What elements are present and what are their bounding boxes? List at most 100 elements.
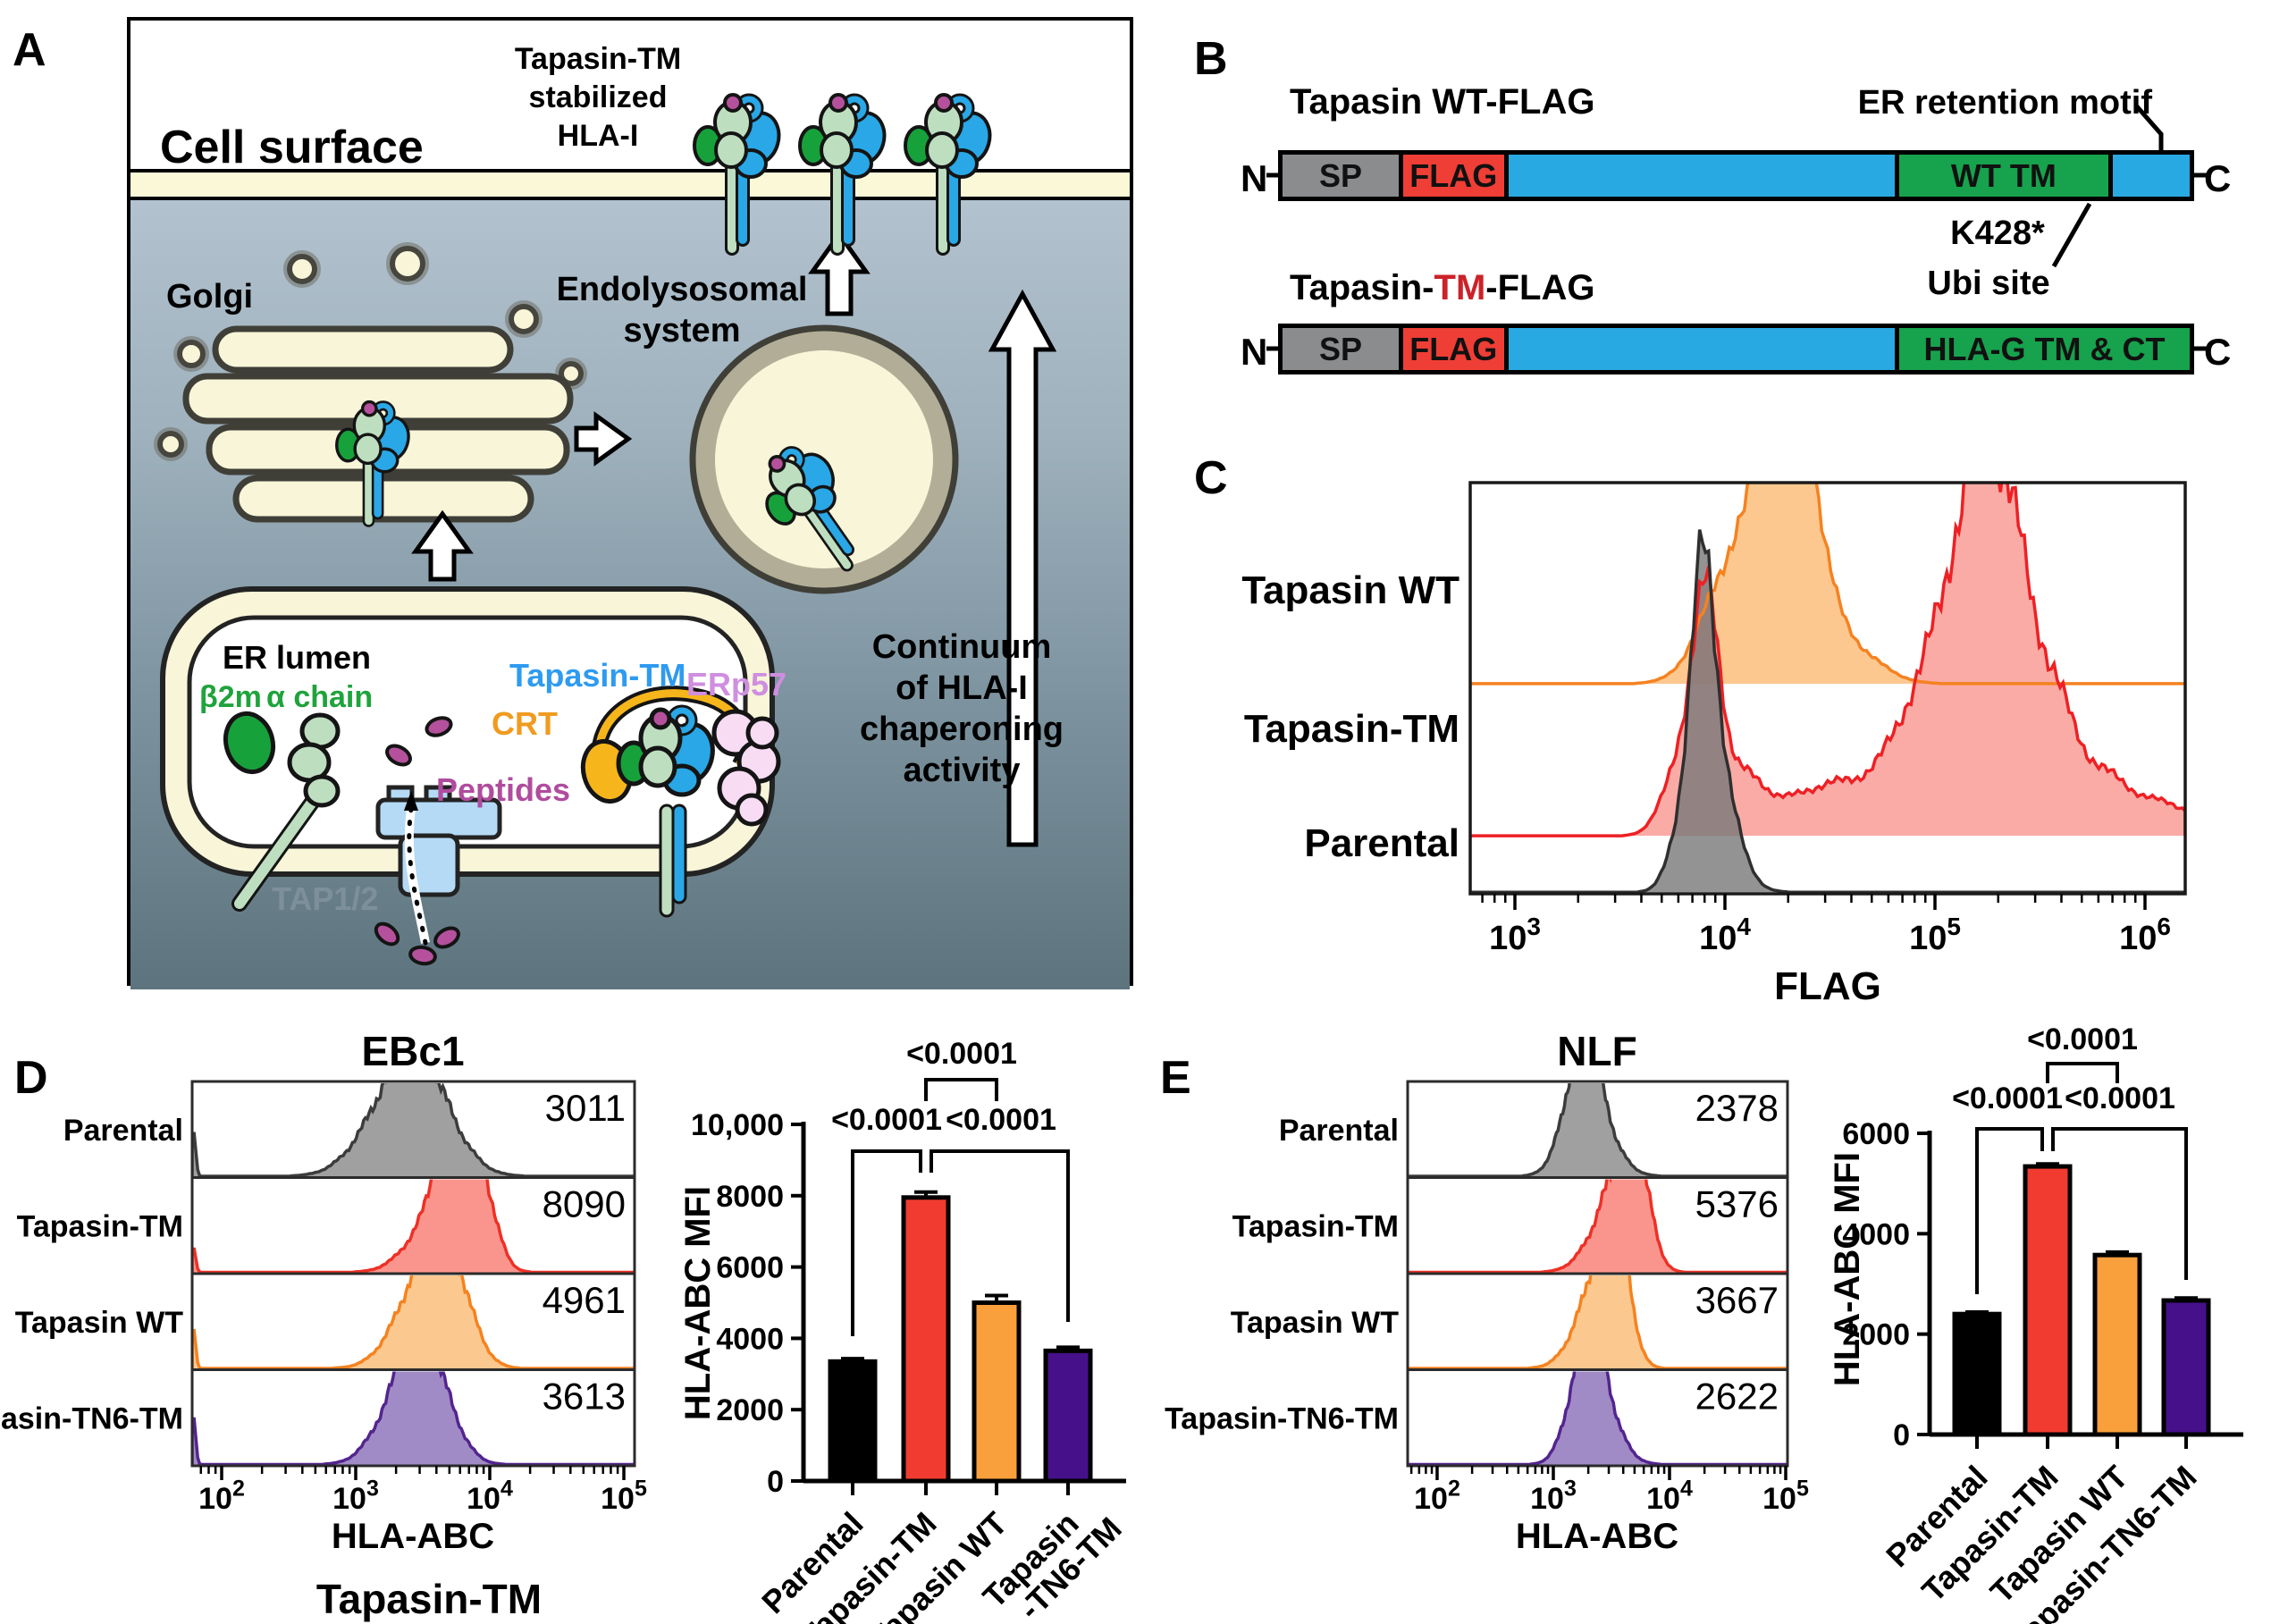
vesicle [157,431,184,458]
er-lumen-label: ER lumen [223,639,372,676]
p-value: <0.0001 [1952,1081,2063,1115]
construct-segment-WT TM: WT TM [1895,155,2108,197]
y-tick-label: 0 [1893,1418,1910,1452]
construct2-n-terminus: N [1241,331,1268,373]
plasma-membrane [130,169,1130,200]
bar-0 [1952,1311,2002,1437]
panel-title: EBc1 [361,1028,464,1074]
stabilized-hla-label: Tapasin-TM stabilized HLA-I [514,42,682,153]
x-axis-title: HLA-ABC [332,1517,494,1556]
panel-a-label: A [13,24,46,76]
construct-segment-HLA-G TM & CT: HLA-G TM & CT [1895,328,2190,370]
hla-complex [798,93,887,256]
histogram-row-label: Tapasin-TM [1232,1209,1399,1243]
histogram-row-label: Parental [63,1114,183,1148]
histogram-row-label: Tapasin-TN6-TM [1165,1401,1399,1435]
series-label: Tapasin WT [1241,568,1459,612]
hla-complex [904,93,992,256]
bar-2 [2092,1252,2142,1437]
log-tick-label: 104 [1646,1477,1693,1516]
bottom-caption: Tapasin-TM [316,1576,542,1622]
panel-title: NLF [1557,1028,1636,1074]
hla-complex [693,93,781,256]
bar-3 [2161,1298,2211,1437]
y-tick-label: 6000 [1842,1117,1910,1151]
construct2-name: Tapasin-TM-FLAG [1290,268,1594,308]
cell-surface-label: Cell surface [160,122,424,173]
bar-0 [828,1359,878,1484]
y-tick-label: 4000 [1842,1217,1910,1251]
endolysosomal-label: Endolysosomal system [556,271,808,349]
construct-segment-linker [1503,155,1896,197]
histogram-row-label: Parental [1279,1114,1399,1148]
mfi-value: 3667 [1695,1279,1779,1321]
cell-diagram: Cell surface Tapasin-TM stabilized HLA-I… [127,17,1133,989]
y-tick-label: 6000 [716,1251,784,1285]
x-axis-title: HLA-ABC [1516,1517,1678,1556]
p-value: <0.0001 [906,1037,1017,1071]
y-axis-title: HLA-ABC MFI [1832,1152,1867,1386]
construct1-n-terminus: N [1241,157,1268,199]
log-tick-label: 106 [2119,913,2171,957]
ubi-site-label: Ubi site [1927,265,2050,302]
panel-e-label: E [1160,1052,1191,1104]
mfi-value: 3613 [543,1376,626,1418]
log-tick-label: 103 [1489,913,1541,957]
log-tick-label: 105 [1909,913,1961,957]
log-tick-label: 103 [1530,1477,1577,1516]
y-tick-label: 2000 [1842,1318,1910,1352]
mfi-value: 4961 [543,1279,626,1321]
vesicle [390,246,425,282]
bar-2 [972,1300,1022,1484]
arrow-right [574,411,633,467]
x-category-label: Tapasin-TN6-TM [975,1485,1128,1624]
construct-segment-linker [2107,155,2190,197]
histogram-row-label: Tapasin-TM [17,1209,183,1243]
y-tick-label: 10,000 [691,1108,784,1142]
golgi-label: Golgi [166,278,254,316]
crt-label: CRT [492,705,558,742]
mfi-value: 3011 [545,1087,626,1129]
log-tick-label: 104 [467,1477,513,1516]
p-value: <0.0001 [831,1103,942,1137]
vesicle [559,361,584,386]
vesicle [287,254,317,284]
tap12-label: TAP1/2 [272,880,379,917]
construct2-name-part: TM [1434,268,1486,307]
construct1-name: Tapasin WT-FLAG [1290,82,1595,122]
mfi-value: 2378 [1695,1087,1779,1129]
vesicle [177,340,206,368]
log-tick-label: 102 [198,1477,245,1516]
er-retention-label: ER retention motif [1857,84,2152,122]
hla-complex [335,400,410,527]
histogram-row-label: Tapasin WT [1231,1306,1399,1340]
panel-c-label: C [1194,452,1228,504]
histogram-row-label: Tapasin WT [15,1306,183,1340]
vesicle [509,304,539,334]
y-tick-label: 0 [767,1465,784,1499]
panel-d-label: D [14,1052,48,1104]
bar-3 [1043,1348,1093,1484]
construct1-c-terminus: C [2204,157,2232,199]
mfi-value: 2622 [1695,1376,1779,1418]
construct-connectors [1266,104,2208,351]
arrow-up [808,230,871,316]
p-value: <0.0001 [2065,1081,2175,1115]
erp57-label: ERp57 [686,666,787,703]
log-tick-label: 105 [601,1477,647,1516]
hla-complex [765,446,854,572]
y-tick-label: 2000 [716,1393,784,1427]
mfi-value: 8090 [543,1183,626,1225]
arrow-up [988,289,1057,847]
peptides-label: Peptides [436,771,571,808]
construct-segment-FLAG: FLAG [1398,328,1504,370]
log-tick-label: 104 [1699,913,1751,957]
log-tick-label: 103 [332,1477,379,1516]
histogram-row-label: Tapasin-TN6-TM [0,1401,183,1435]
y-axis-title: HLA-ABC MFI [679,1186,718,1420]
